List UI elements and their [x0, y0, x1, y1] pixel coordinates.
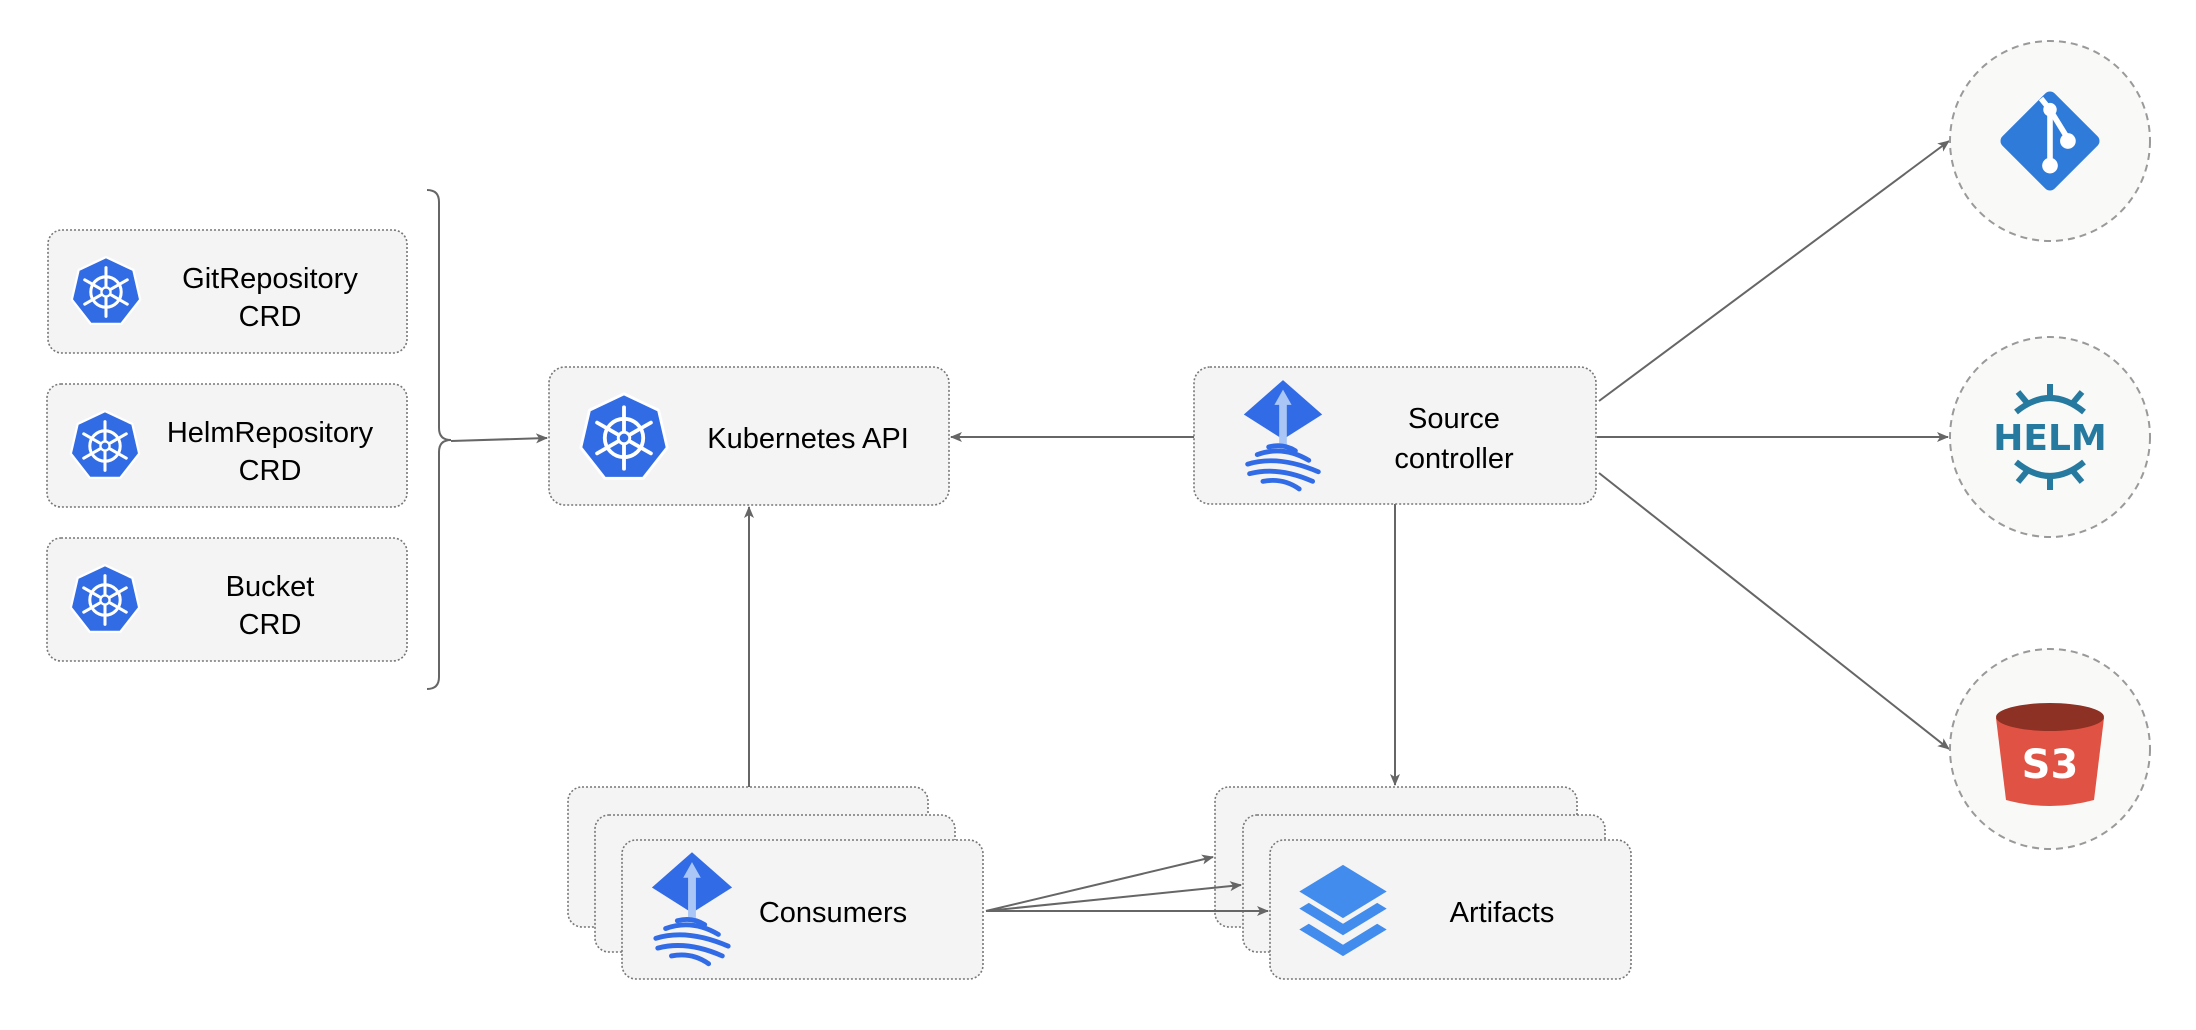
helm-logo-text: HELM	[1993, 418, 2106, 459]
helm-icon: HELM	[1993, 384, 2107, 490]
s3-logo-text: S3	[2022, 742, 2079, 788]
node-helm-repository-crd[interactable]: HelmRepository CRD	[46, 383, 408, 508]
node-label: Kubernetes API	[707, 423, 909, 455]
node-s3[interactable]: S3	[1949, 648, 2151, 850]
edge-source-controller-to-s3	[1598, 472, 1950, 750]
edge-consumers-to-artifacts-2	[985, 881, 1242, 912]
node-label: CRD	[239, 455, 302, 487]
node-consumers[interactable]: Consumers	[567, 786, 984, 980]
node-kubernetes-api[interactable]: Kubernetes API	[548, 366, 950, 506]
node-bucket-crd[interactable]: Bucket CRD	[46, 537, 408, 662]
node-source-controller[interactable]: Source controller	[1193, 366, 1597, 505]
node-label: HelmRepository	[167, 417, 374, 449]
node-label: CRD	[239, 301, 302, 333]
crd-bracket	[426, 189, 452, 690]
edge-consumers-to-artifacts-1	[985, 854, 1214, 912]
node-label: controller	[1394, 443, 1514, 475]
s3-bucket-icon: S3	[1996, 703, 2104, 806]
node-helm[interactable]: HELM	[1949, 336, 2151, 538]
node-label: Consumers	[759, 897, 907, 929]
node-label: Artifacts	[1450, 897, 1555, 929]
node-label: Bucket	[226, 571, 315, 603]
edge-source-controller-to-git	[1598, 140, 1950, 402]
node-label: Source	[1408, 403, 1500, 435]
node-label: GitRepository	[182, 263, 358, 295]
node-git-repository-crd[interactable]: GitRepository CRD	[47, 229, 408, 354]
edge-crds-to-kubernetes-api	[450, 433, 548, 444]
node-label: CRD	[239, 609, 302, 641]
node-artifacts[interactable]: Artifacts	[1214, 786, 1632, 980]
node-git[interactable]	[1949, 40, 2151, 242]
